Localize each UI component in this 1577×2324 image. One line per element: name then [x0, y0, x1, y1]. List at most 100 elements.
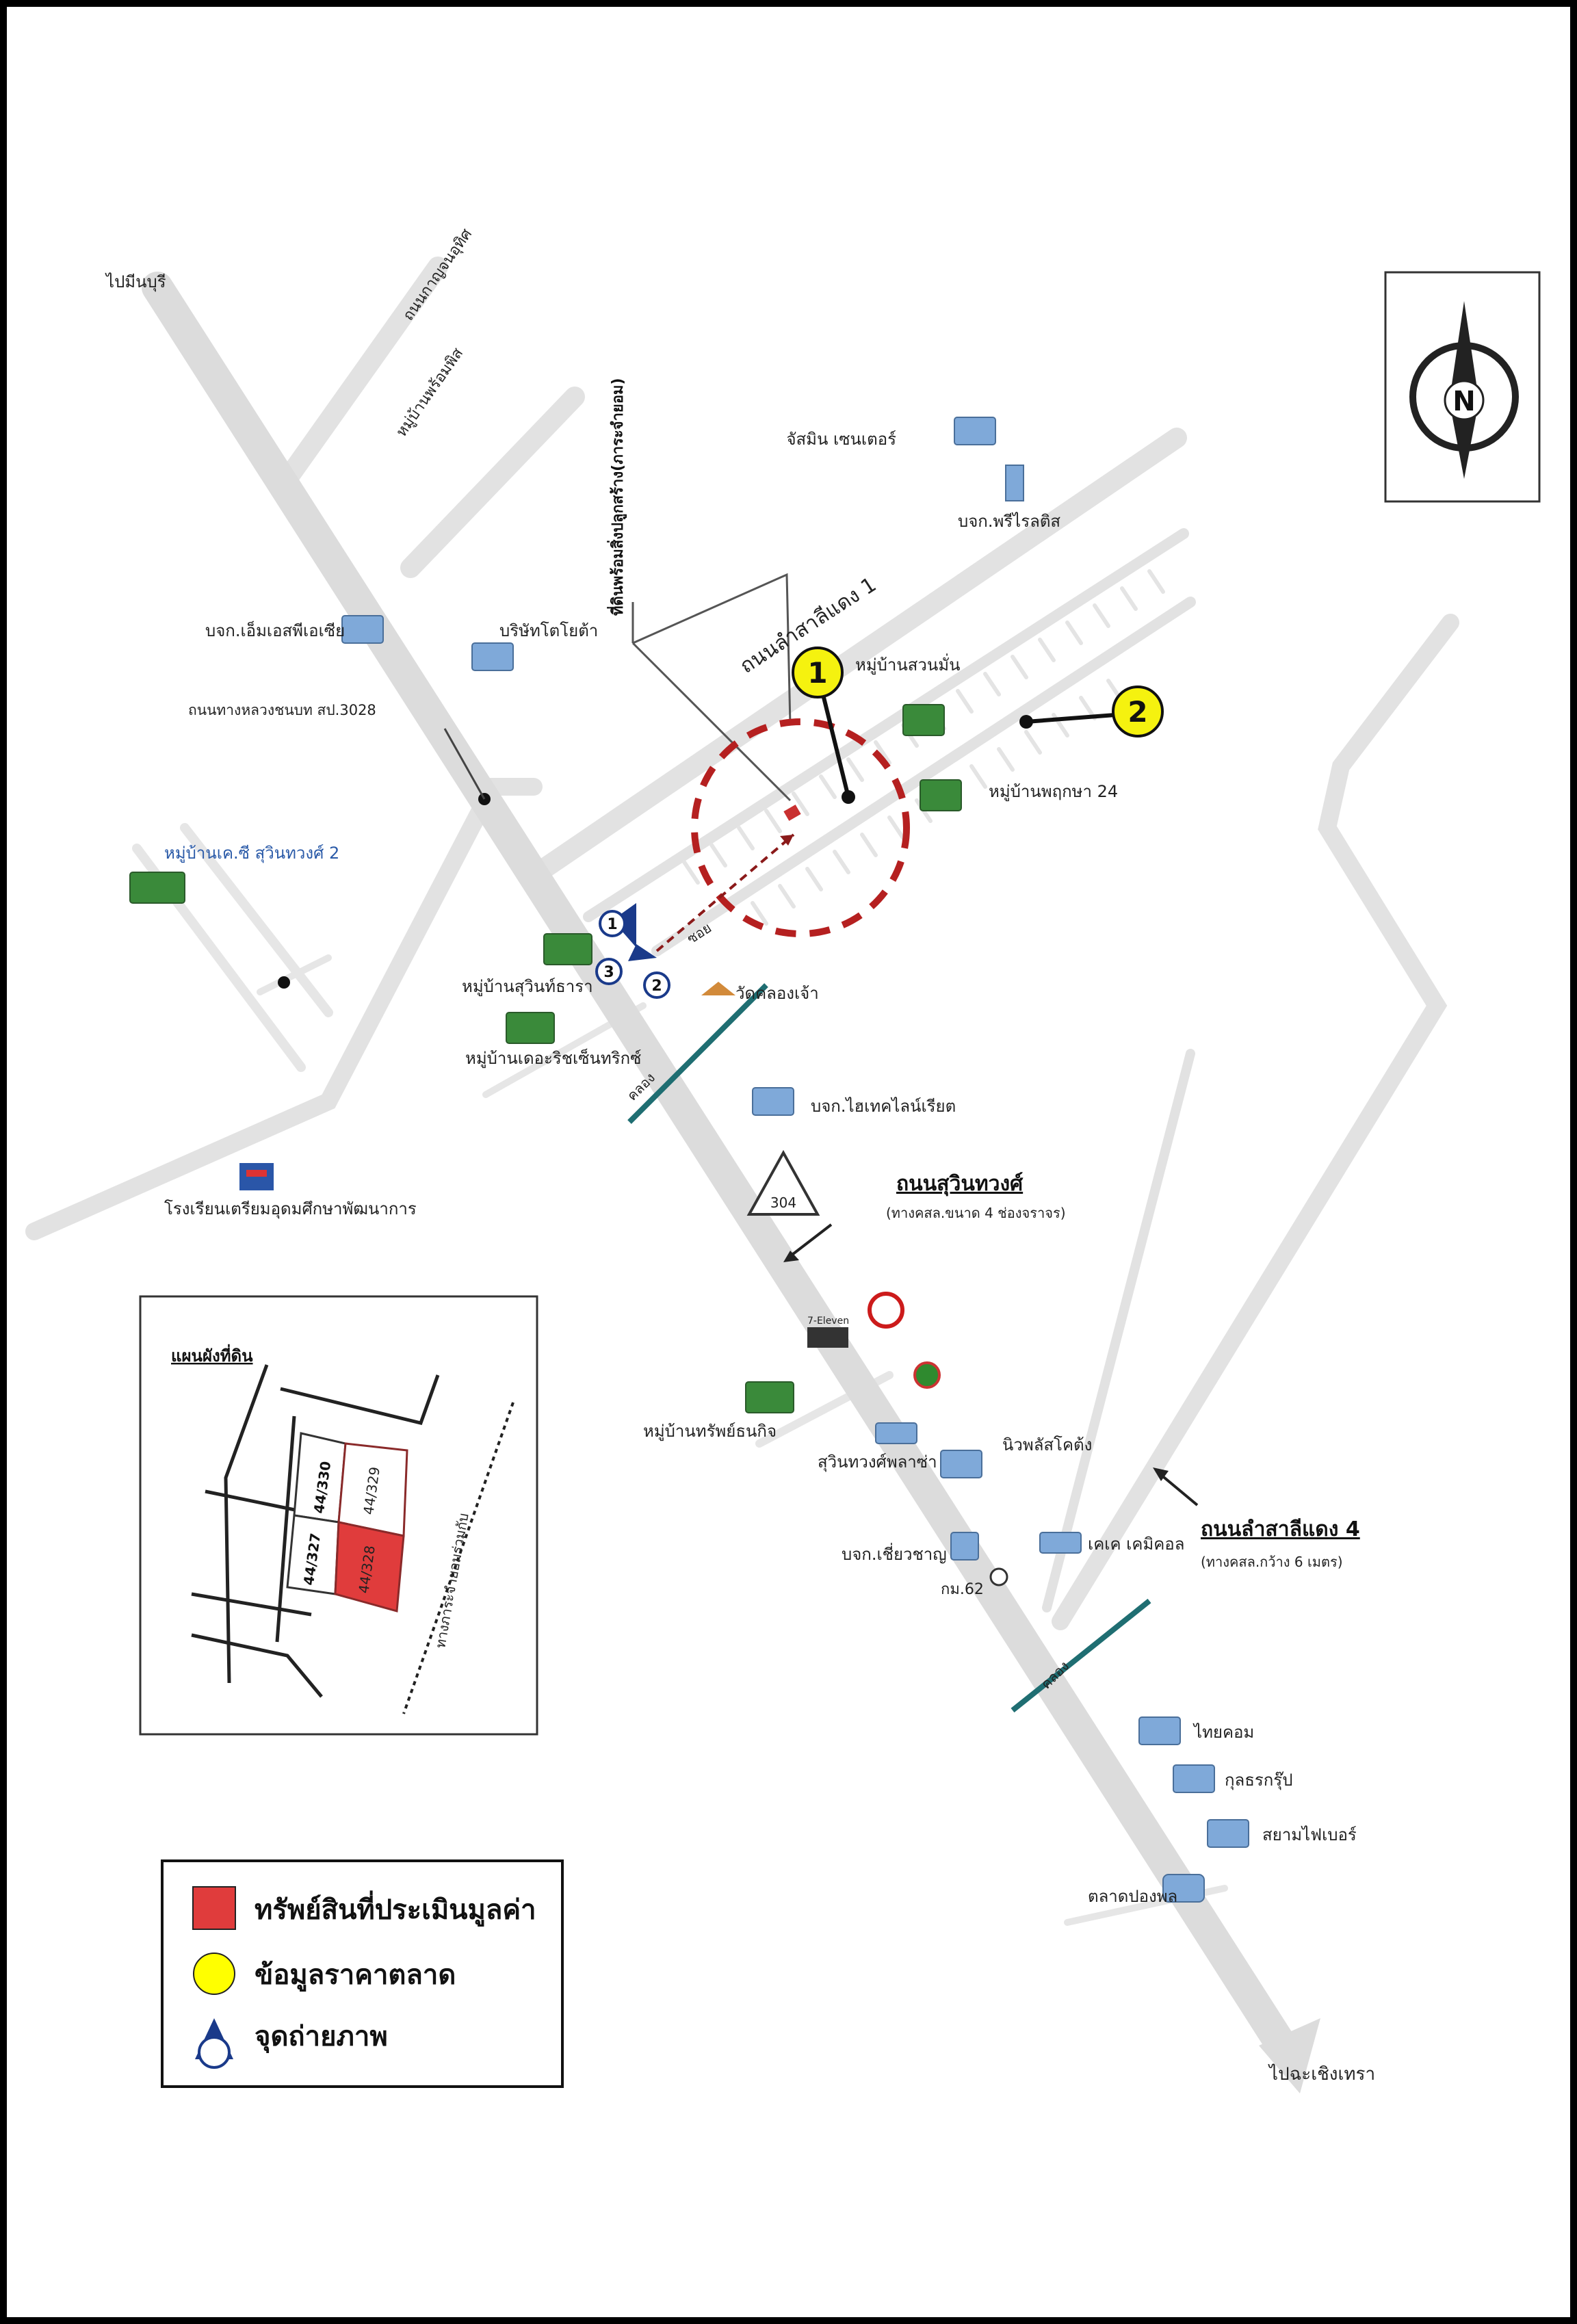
property-marker	[783, 805, 801, 821]
label-highway-3028: ถนนทางหลวงชนบท สป.3028	[188, 702, 376, 718]
lot-44-328	[334, 1521, 405, 1613]
route-to-property	[655, 833, 795, 952]
chaiyo-building-icon	[950, 1532, 979, 1561]
svg-text:3: 3	[603, 964, 614, 981]
easement-lead-line	[632, 573, 792, 726]
label-pt: สุวินทวงศ์พลาซ่า	[818, 1452, 937, 1472]
label-jusmin: จัสมิน เซนเตอร์	[786, 430, 896, 449]
road-lam-salaeng-4	[1052, 614, 1459, 1630]
roads	[25, 257, 1459, 2068]
label-market: ตลาดปองพล	[1088, 1887, 1177, 1906]
label-lam-salaeng-4: ถนนลำสาลีแดง 4	[1201, 1517, 1360, 1541]
legend-market-swatch	[193, 1953, 235, 1995]
svg-text:1: 1	[607, 916, 617, 933]
kk-building-icon	[1039, 1532, 1082, 1554]
seven-eleven-icon	[807, 1327, 848, 1348]
no-sign-icon	[868, 1292, 904, 1329]
label-road-top-2: หมู่บ้านพร้อมพิส	[393, 345, 467, 441]
label-new-plus: นิวพลัสโคต้ง	[1002, 1435, 1092, 1454]
ban-suan-man-icon	[902, 704, 945, 736]
label-ban-sap: หมู่บ้านทรัพย์ธนกิจ	[643, 1422, 777, 1441]
gas-station-icon	[913, 1361, 941, 1389]
compass-needle-north	[1450, 301, 1478, 404]
kulthorn-building-icon	[1173, 1764, 1215, 1793]
hightech-building-icon	[752, 1087, 794, 1116]
road-top-1	[277, 257, 448, 489]
jusmin-center-icon	[954, 417, 996, 445]
label-thaicom: ไทยคอม	[1192, 1723, 1254, 1742]
label-school: โรงเรียนเตรียมอุดมศึกษาพัฒนาการ	[164, 1199, 417, 1219]
road-kc-2	[180, 823, 333, 1017]
svg-text:2: 2	[651, 978, 662, 995]
legend: ทรัพย์สินที่ประเมินมูลค่า ข้อมูลราคาตลาด…	[161, 1859, 564, 2088]
ban-sap-icon	[745, 1381, 794, 1413]
direction-chachoengsao: ไปฉะเชิงเทรา	[1268, 2063, 1375, 2085]
soi-1	[583, 528, 1189, 922]
label-ban-suan-man: หมู่บ้านสวนมั่น	[855, 653, 961, 675]
toyota-building-icon	[471, 642, 514, 671]
label-ban-the-rich: หมู่บ้านเดอะริชเซ็นทริกซ์	[465, 1048, 641, 1069]
legend-property-swatch	[192, 1886, 236, 1930]
label-chaiyo: บจก.เชี่ยวชาญ	[842, 1543, 947, 1564]
route-shield-icon	[746, 1149, 820, 1216]
road-highway-3028	[25, 778, 543, 1240]
road-top-2	[400, 387, 585, 578]
ban-the-rich-icon	[506, 1012, 555, 1044]
photo-point-2[interactable]	[643, 971, 670, 999]
wat-icon	[701, 982, 735, 995]
photo-points: 1 2 3	[595, 903, 670, 999]
road-connector	[1042, 1049, 1195, 1613]
canal-2	[1011, 1598, 1151, 1713]
market-marker-1[interactable]	[792, 647, 844, 698]
inset-title: แผนผังที่ดิน	[171, 1344, 253, 1366]
road-lam-salaeng-1	[523, 428, 1187, 886]
market-marker-2[interactable]	[1112, 686, 1164, 737]
north-label: N	[1452, 386, 1475, 417]
poi-icons	[129, 417, 1249, 1903]
label-hightech: บจก.ไฮเทคไลน์เรียต	[811, 1097, 956, 1116]
photo-point-3[interactable]	[595, 958, 623, 985]
ban-kc-icon	[129, 872, 185, 904]
label-shield-number: 304	[770, 1194, 796, 1211]
label-ban-pruksa: หมู่บ้านพฤกษา 24	[989, 782, 1118, 802]
soi-ticks	[682, 569, 1165, 926]
canal-1	[627, 983, 768, 1124]
label-seven: 7-Eleven	[807, 1316, 849, 1327]
label-km: กม.62	[941, 1581, 984, 1598]
new-plus-building-icon	[940, 1450, 982, 1478]
brc-building-icon	[1005, 465, 1024, 501]
soi-2	[651, 597, 1196, 956]
market-marker-2-label: 2	[1128, 695, 1147, 729]
label-kulthorn: กุลธรกรุ๊ป	[1225, 1771, 1292, 1790]
inset-road-line	[402, 1402, 514, 1714]
ban-pruksa-icon	[920, 779, 962, 811]
label-ban-kc: หมู่บ้านเค.ซี สุวินทวงศ์ 2	[164, 844, 339, 863]
label-msp: บจก.เอ็มเอสพีเอเซีย	[205, 621, 345, 640]
pt-building-icon	[875, 1422, 917, 1444]
legend-photo-label: จุดถ่ายภาพ	[255, 2021, 388, 2054]
label-wat: วัดคลองเจ้า	[735, 984, 819, 1003]
road-suwinthawong	[142, 272, 1302, 2068]
label-suwinthawong-note: (ทางคสล.ขนาด 4 ช่องจราจร)	[886, 1205, 1066, 1221]
market-2-leader	[1026, 713, 1116, 724]
siam-fiber-building-icon	[1207, 1819, 1249, 1848]
label-suwinthawong: ถนนสุวินทวงศ์	[896, 1172, 1024, 1197]
label-easement: ที่ดินพร้อมสิ่งปลูกสร้าง(ภาระจำยอม)	[606, 378, 627, 616]
road-direction-arrow	[1259, 2018, 1320, 2093]
legend-market-label: ข้อมูลราคาตลาด	[255, 1959, 456, 1992]
photo-point-1[interactable]	[599, 910, 626, 937]
ban-suwin-thara-icon	[543, 933, 592, 965]
label-ban-suwin-thara: หมู่บ้านสุวินท์ธารา	[462, 977, 593, 997]
km-marker-icon	[989, 1567, 1008, 1587]
market-marker-1-label: 1	[807, 656, 827, 690]
thaicom-building-icon	[1138, 1716, 1181, 1745]
road-kc-3	[257, 954, 332, 995]
compass-needle-south	[1450, 404, 1478, 479]
label-kk: เคเค เคมิคอล	[1088, 1535, 1184, 1554]
legend-property-label: ทรัพย์สินที่ประเมินมูลค่า	[255, 1890, 536, 1927]
market-building-icon	[1162, 1874, 1205, 1903]
north-arrow: N	[1384, 271, 1541, 503]
label-siam-fiber: สยามไฟเบอร์	[1262, 1825, 1357, 1844]
